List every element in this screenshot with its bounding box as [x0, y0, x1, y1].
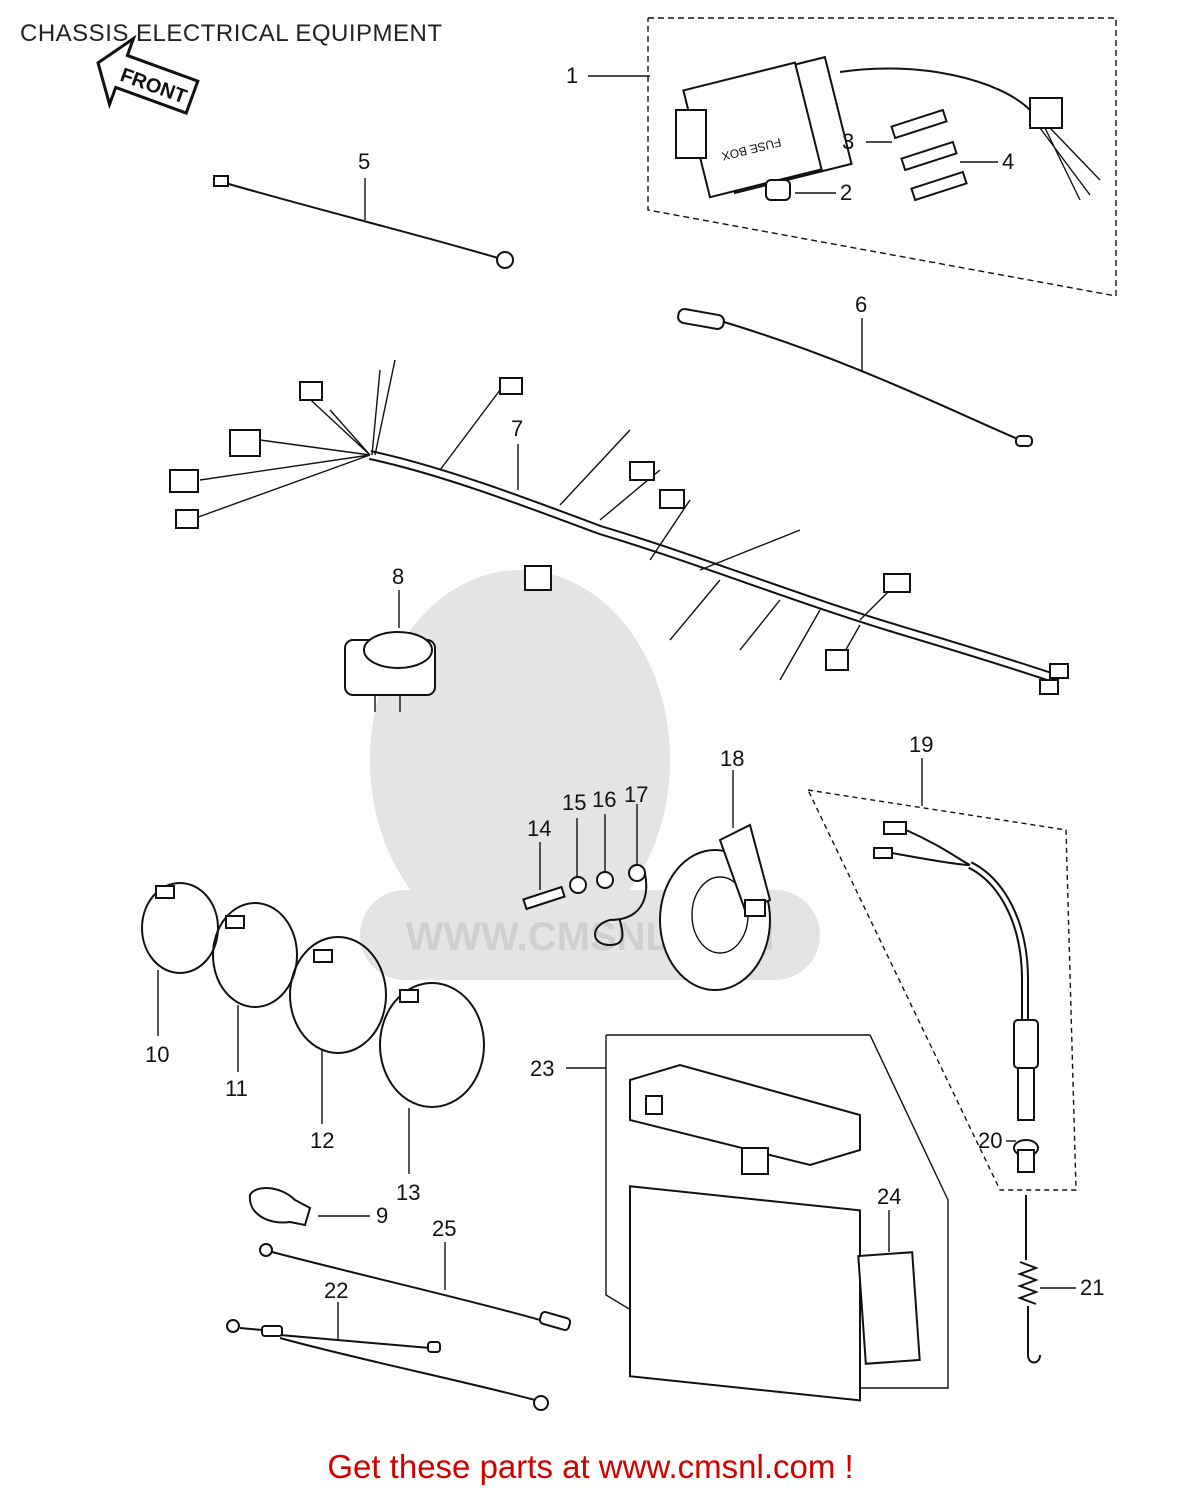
- callout-10: 10: [145, 1042, 169, 1067]
- callout-21: 21: [1080, 1275, 1104, 1300]
- lead-wire-6: [677, 308, 1033, 447]
- callout-20: 20: [978, 1128, 1002, 1153]
- callout-2: 2: [840, 180, 852, 205]
- horn-18: [659, 823, 772, 991]
- callout-12: 12: [310, 1128, 334, 1153]
- ground-lead-5: [213, 175, 514, 269]
- callout-8: 8: [392, 564, 404, 589]
- brake-switch-group: [807, 789, 1077, 1191]
- main-harness-7: [169, 359, 1069, 695]
- callout-17: 17: [624, 782, 648, 807]
- callout-7: 7: [511, 416, 523, 441]
- callout-19: 19: [909, 732, 933, 757]
- page-title: CHASSIS ELECTRICAL EQUIPMENT: [20, 20, 443, 47]
- callout-5: 5: [358, 149, 370, 174]
- relay-8: [344, 631, 436, 712]
- battery-leads: [226, 1243, 572, 1411]
- callout-15: 15: [562, 790, 586, 815]
- callout-16: 16: [592, 787, 616, 812]
- callouts: 1 2 3 4 5 6 7 8 9 10 11 12 13 14 15 16 1…: [145, 63, 1104, 1340]
- label-card-24: [857, 1251, 921, 1365]
- horn-bolt-hardware: [522, 864, 648, 947]
- parts-diagram: WWW.CMSNL.COM FRONT FUSE BOX: [96, 17, 1117, 1411]
- callout-11: 11: [225, 1076, 248, 1101]
- callout-4: 4: [1002, 149, 1014, 174]
- fuse-box-group: FUSE BOX: [647, 17, 1117, 297]
- callout-9: 9: [376, 1203, 388, 1228]
- callout-23: 23: [530, 1056, 554, 1081]
- footer-link[interactable]: Get these parts at www.cmsnl.com !: [327, 1448, 854, 1485]
- callout-13: 13: [396, 1180, 420, 1205]
- band-10: [141, 882, 219, 974]
- callout-24: 24: [877, 1184, 901, 1209]
- callout-6: 6: [855, 292, 867, 317]
- callout-1: 1: [566, 63, 578, 88]
- band-12: [289, 936, 387, 1054]
- battery-group: [605, 1034, 949, 1402]
- callout-18: 18: [720, 746, 744, 771]
- spring-21: [1017, 1195, 1041, 1364]
- terminal-cap-9: [248, 1187, 312, 1227]
- band-11: [212, 902, 298, 1008]
- callout-25: 25: [432, 1216, 456, 1241]
- band-13: [379, 982, 485, 1108]
- harness-bands: [141, 882, 485, 1108]
- front-arrow-icon: FRONT: [96, 34, 200, 115]
- callout-3: 3: [842, 129, 854, 154]
- callout-14: 14: [527, 816, 551, 841]
- callout-22: 22: [324, 1278, 348, 1303]
